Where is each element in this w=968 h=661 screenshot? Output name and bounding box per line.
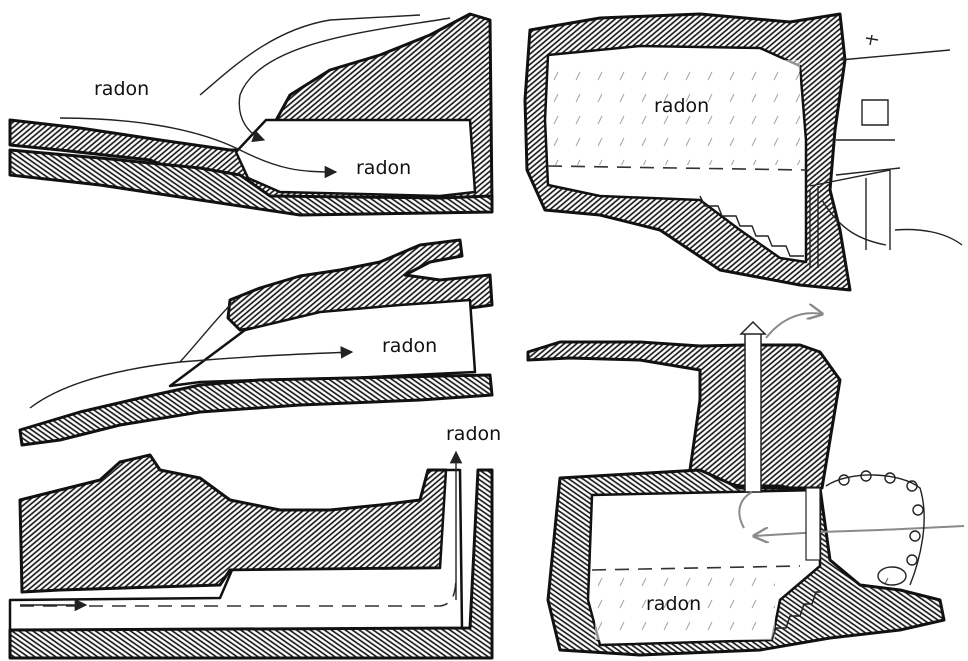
plant-sketch xyxy=(866,35,878,45)
house-outline xyxy=(836,50,950,175)
exhaust-arrow xyxy=(766,313,822,338)
leaf-icon xyxy=(839,475,849,485)
bush-icon xyxy=(878,567,906,585)
panel-mine-shaft: radon xyxy=(10,423,501,658)
panel-inclined-cave: radon xyxy=(20,240,492,445)
label-radon-floor: radon xyxy=(646,593,701,615)
label-radon-tunnel: radon xyxy=(382,335,437,357)
leaf-icon xyxy=(861,471,871,481)
rock-ceiling xyxy=(528,342,840,490)
label-radon-outside: radon xyxy=(94,78,149,100)
leaf-icon xyxy=(910,531,920,541)
panel-ventilated-room: radon xyxy=(528,313,964,655)
ground-line xyxy=(895,230,962,245)
label-radon-shaft: radon xyxy=(446,423,501,445)
vent-cap-icon xyxy=(741,322,765,334)
label-radon-room: radon xyxy=(654,95,709,117)
leaf-icon xyxy=(907,555,917,565)
vent-pipe xyxy=(745,332,761,492)
leaf-icon xyxy=(885,473,895,483)
rock-floor xyxy=(20,375,492,445)
label-radon-chamber: radon xyxy=(356,157,411,179)
leaf-icon xyxy=(913,505,923,515)
wall-post xyxy=(806,488,820,560)
panel-cave-entrance: radon radon xyxy=(10,14,492,215)
panel-basement-room: radon xyxy=(525,14,962,290)
